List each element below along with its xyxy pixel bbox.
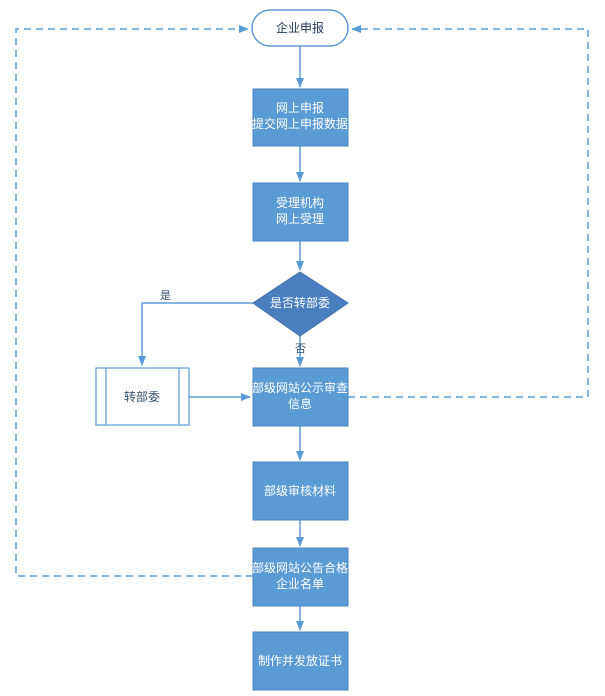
announce-box: 部级网站公告合格 企业名单	[252, 547, 349, 607]
transfer-label: 转部委	[124, 389, 160, 404]
edge-label-yes: 是	[160, 289, 171, 302]
certificate-box: 制作并发放证书	[252, 631, 349, 691]
accept-box: 受理机构 网上受理	[252, 182, 349, 242]
accept-label-line2: 网上受理	[276, 212, 324, 226]
transfer-process-box: 转部委	[95, 367, 190, 426]
online-apply-label-line2: 提交网上申报数据	[252, 116, 348, 131]
connectors	[138, 46, 304, 631]
publicity-label-line1: 部级网站公示审查	[252, 380, 348, 395]
loop-publicity-to-start	[348, 25, 589, 398]
online-apply-label-line1: 网上申报	[276, 100, 324, 115]
publicity-label-line2: 信息	[288, 396, 312, 411]
accept-label-line1: 受理机构	[276, 195, 324, 210]
certificate-label: 制作并发放证书	[258, 653, 342, 668]
announce-label-line1: 部级网站公告合格	[252, 560, 348, 575]
review-label: 部级审核材料	[264, 483, 336, 498]
decision-diamond: 是否转部委	[252, 271, 349, 337]
announce-label-line2: 企业名单	[276, 576, 324, 591]
feedback-loops	[15, 25, 589, 577]
start-node-label: 企业申报	[276, 20, 324, 35]
review-box: 部级审核材料	[252, 461, 349, 521]
online-apply-box: 网上申报 提交网上申报数据	[252, 88, 349, 147]
edge-decision-yes	[138, 302, 253, 366]
start-node: 企业申报	[251, 9, 349, 47]
loop-announce-to-start	[15, 25, 253, 577]
publicity-box: 部级网站公示审查 信息	[252, 367, 349, 427]
edge-label-no: 否	[295, 342, 306, 355]
decision-label: 是否转部委	[270, 295, 330, 310]
